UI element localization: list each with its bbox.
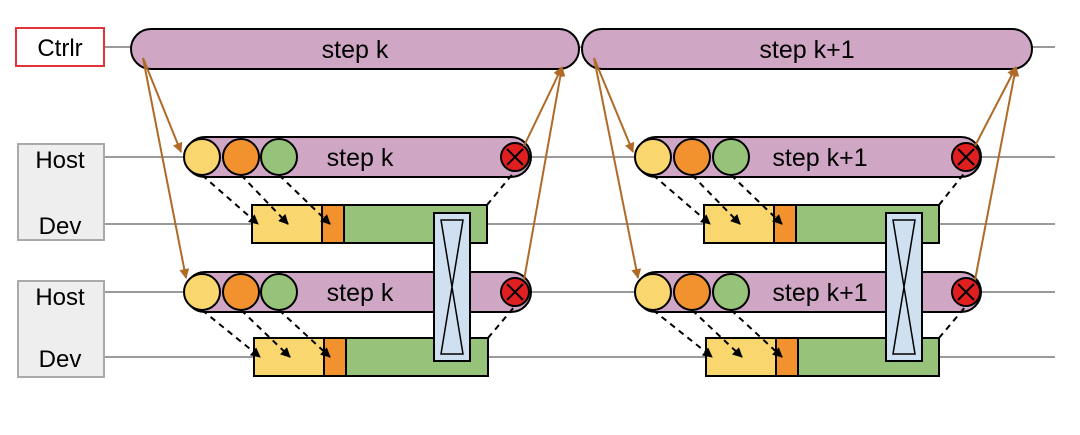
green-circle [712,138,750,176]
svg-text:step k: step k [327,144,394,172]
yellow-circle [634,138,672,176]
dev-orange-block [323,337,347,377]
svg-text:step k+1: step k+1 [772,144,867,172]
control-arrows [142,57,1020,281]
svg-text:step k+1: step k+1 [772,279,867,307]
dispatch-arrows [652,170,967,225]
dev-label-2: Dev [39,346,82,373]
green-circle [260,273,298,311]
green-circle [712,273,750,311]
cancel-icon [500,277,530,307]
worker-2-label: Host Dev [17,280,105,378]
svg-text:step k+1: step k+1 [759,36,854,64]
worker-1-label: Host Dev [17,143,105,241]
ctrl-step-k1: step k+1 [581,28,1033,70]
dev-orange-block [773,204,797,244]
dispatch-arrows [201,170,516,225]
host-label-1: Host [35,147,85,174]
orange-circle [222,138,260,176]
orange-circle [673,273,711,311]
orange-circle [673,138,711,176]
sync-barrier-box [433,212,471,362]
dev-orange-block [321,204,345,244]
yellow-circle [183,273,221,311]
yellow-circle [183,138,221,176]
svg-text:step k: step k [322,36,389,64]
cancel-icon [951,277,981,307]
dispatch-arrows [201,305,516,358]
dev-label-1: Dev [39,213,82,240]
dev-orange-block [775,337,799,377]
sync-barrier-box [885,212,923,362]
ctrl-label: Ctrlr [15,27,105,67]
green-circle [260,138,298,176]
ctrl-step-k: step k [130,28,580,70]
cancel-icon [500,142,530,172]
svg-text:step k: step k [327,279,394,307]
host-label-2: Host [35,284,85,311]
orange-circle [222,273,260,311]
dispatch-arrows [652,305,967,358]
cancel-icon [951,142,981,172]
yellow-circle [634,273,672,311]
svg-text:Ctrlr: Ctrlr [37,35,82,62]
